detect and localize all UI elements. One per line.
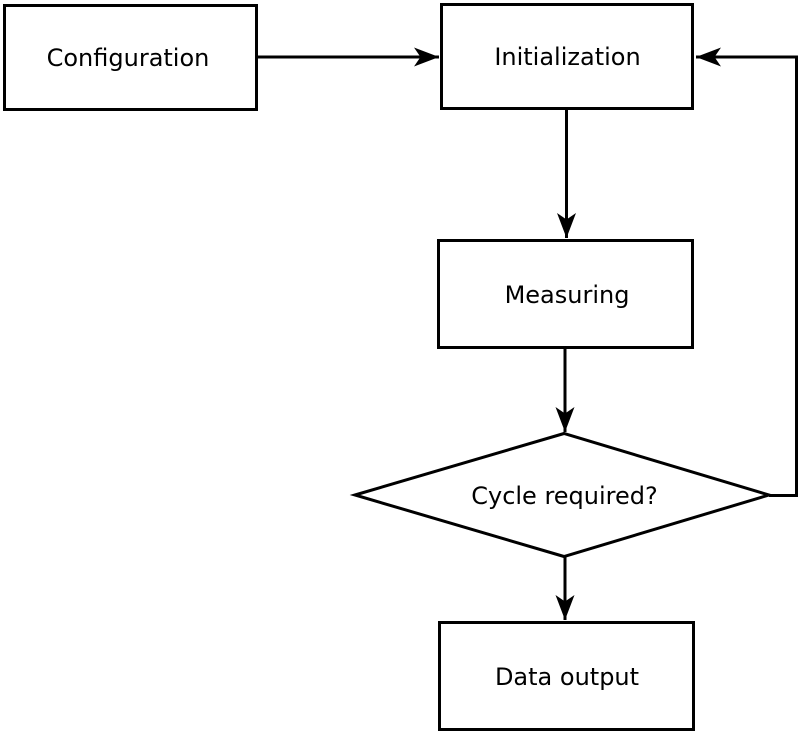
node-cycle-required: Cycle required?: [349, 431, 775, 559]
node-configuration-box: [3, 4, 258, 111]
node-cycle-required-label: Cycle required?: [471, 482, 658, 510]
node-data-output: Data output: [438, 621, 695, 731]
node-data-output-label: Data output: [495, 663, 639, 691]
node-data-output-box: [438, 621, 695, 731]
node-cycle-required-diamond: [349, 431, 775, 559]
node-initialization-label: Initialization: [494, 43, 640, 71]
node-measuring-box: [437, 239, 694, 349]
node-measuring: Measuring: [437, 239, 694, 349]
node-measuring-label: Measuring: [505, 281, 630, 309]
node-configuration: Configuration: [3, 4, 258, 111]
node-configuration-label: Configuration: [47, 44, 210, 72]
edge-layer: [258, 47, 798, 620]
edge-cycle-required-to-initialization-loop: [696, 47, 798, 497]
node-initialization-box: [440, 3, 694, 110]
node-initialization: Initialization: [440, 3, 694, 110]
